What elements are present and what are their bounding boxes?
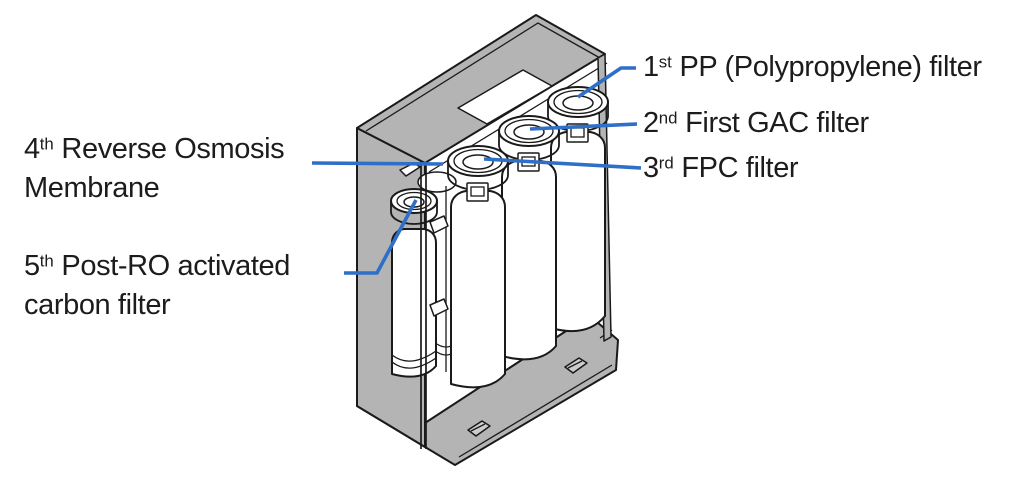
label-line-2: Membrane [24, 172, 160, 204]
leader-line-filter-1 [576, 66, 636, 99]
ordinal: 4 [24, 133, 40, 165]
label-filter-1: 1st PP (Polypropylene) filter [643, 48, 982, 87]
ordinal-suffix: rd [658, 153, 674, 173]
label-filter-3: 3rd FPC filter [643, 149, 799, 188]
label-line-2: carbon filter [24, 289, 171, 321]
label-text: First GAC filter [677, 107, 869, 139]
filter-3-cartridge [447, 145, 509, 389]
label-filter-4: 4th Reverse Osmosis Membrane [24, 130, 285, 208]
label-line-1: 4th Reverse Osmosis [24, 130, 285, 169]
label-line-1: 5th Post-RO activated [24, 247, 290, 286]
filter-4-membrane [399, 162, 457, 372]
filter-2-cartridge [498, 115, 560, 361]
ordinal: 2 [643, 107, 659, 139]
ordinal-suffix: st [658, 52, 672, 72]
retainer-clip [429, 215, 449, 234]
label-filter-2: 2nd First GAC filter [643, 104, 869, 143]
leader-line-filter-2 [529, 122, 638, 131]
label-text: FPC filter [673, 152, 799, 184]
leader-line-filter-5 [344, 199, 418, 275]
leader-line-filter-4 [311, 161, 444, 166]
label-text: Post-RO activated [53, 250, 290, 282]
ordinal: 3 [643, 152, 659, 184]
label-text: PP (Polypropylene) filter [671, 51, 982, 83]
retainer-clip [429, 298, 449, 317]
filter-clip [466, 182, 489, 202]
filter-1-cartridge [547, 86, 609, 332]
top-recess [457, 69, 553, 125]
case-corner-edge [420, 161, 427, 449]
label-filter-5: 5th Post-RO activated carbon filter [24, 247, 290, 325]
leader-lines [311, 66, 642, 275]
ordinal-suffix: nd [658, 108, 678, 128]
label-text: Reverse Osmosis [53, 133, 285, 165]
leader-line-filter-3 [483, 157, 642, 170]
ordinal: 5 [24, 250, 40, 282]
ordinal-suffix: th [39, 134, 54, 154]
ordinal: 1 [643, 51, 659, 83]
ordinal-suffix: th [39, 251, 54, 271]
